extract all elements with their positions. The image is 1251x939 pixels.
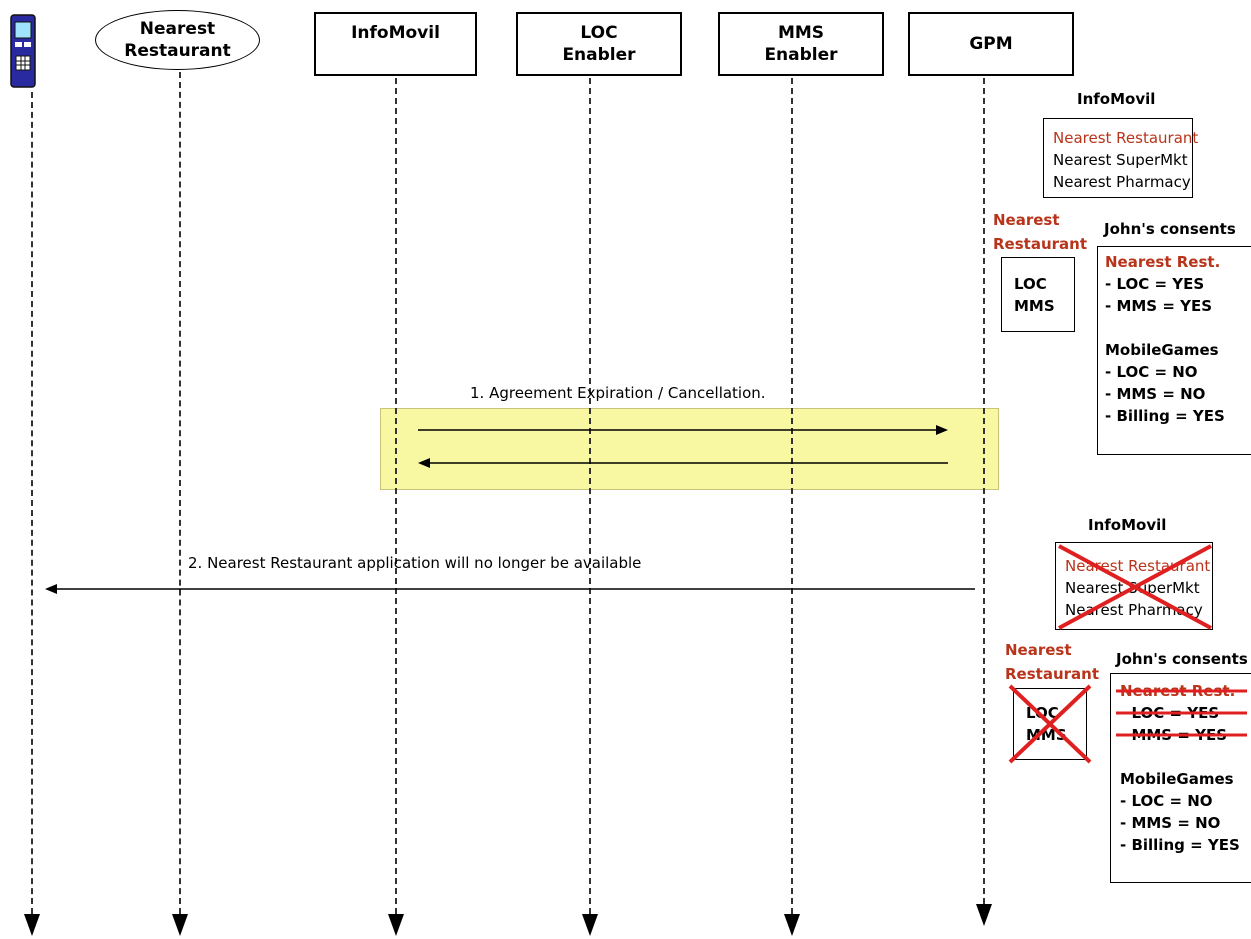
lane-mms-enabler: MMS Enabler: [718, 12, 884, 76]
service-item: Nearest Pharmacy: [1065, 601, 1203, 619]
consent-item: - LOC = YES: [1120, 704, 1220, 722]
service-item: Nearest SuperMkt: [1065, 579, 1200, 597]
infomovil-title-before: InfoMovil: [1077, 90, 1156, 108]
lifeline-nearest-restaurant: [179, 72, 181, 914]
lifeline-end-arrow: [388, 914, 404, 936]
lifeline-loc-enabler: [589, 78, 591, 914]
consent-item: - MMS = YES: [1120, 726, 1228, 744]
consent-item: - Billing = YES: [1120, 836, 1240, 854]
consents-box-before: Nearest Rest. - LOC = YES - MMS = YES Mo…: [1097, 246, 1251, 455]
consent-item: - LOC = NO: [1120, 792, 1213, 810]
consent-item: - MMS = YES: [1105, 297, 1213, 315]
lifeline-end-arrow: [582, 914, 598, 936]
consent-item: - Billing = YES: [1105, 407, 1225, 425]
consent-app-name: Nearest Rest.: [1105, 253, 1221, 271]
lane-gpm: GPM: [908, 12, 1074, 76]
message-1-highlight: [380, 408, 999, 490]
app-label-after: Nearest Restaurant: [1005, 641, 1099, 683]
consent-item: - MMS = NO: [1105, 385, 1206, 403]
consents-box-after: Nearest Rest. - LOC = YES - MMS = YES Mo…: [1110, 673, 1251, 883]
lane-infomovil: InfoMovil: [314, 12, 477, 76]
lifeline-phone: [31, 92, 33, 914]
message-2-label: 2. Nearest Restaurant application will n…: [188, 554, 642, 572]
mobile-phone-icon: [10, 14, 36, 88]
lane-nearest-restaurant: Nearest Restaurant: [95, 10, 260, 70]
consent-app-name: MobileGames: [1105, 341, 1219, 359]
infomovil-title-after: InfoMovil: [1088, 516, 1167, 534]
app-label-before: Nearest Restaurant: [993, 211, 1087, 253]
service-item: Nearest Pharmacy: [1053, 173, 1191, 191]
consent-item: - MMS = NO: [1120, 814, 1221, 832]
service-item: Nearest Restaurant: [1053, 129, 1199, 147]
consents-title-before: John's consents: [1104, 220, 1236, 238]
message-1-request-arrow: [418, 425, 948, 435]
lifeline-end-arrow: [24, 914, 40, 936]
message-1-response-arrow: [418, 458, 948, 468]
lifeline-end-arrow: [784, 914, 800, 936]
enablers-list: LOC MMS: [1026, 704, 1067, 744]
lifeline-infomovil: [395, 78, 397, 914]
lifeline-mms-enabler: [791, 78, 793, 914]
consent-item: - LOC = YES: [1105, 275, 1205, 293]
consent-item: - LOC = NO: [1105, 363, 1198, 381]
consent-app-name: Nearest Rest.: [1120, 682, 1236, 700]
message-2-arrow: [45, 584, 975, 594]
enablers-box-after: LOC MMS: [1013, 688, 1087, 760]
enablers-list: LOC MMS: [1014, 275, 1055, 315]
lifeline-end-arrow: [976, 904, 992, 926]
consents-title-after: John's consents: [1116, 650, 1248, 668]
lifeline-end-arrow: [172, 914, 188, 936]
message-1-label: 1. Agreement Expiration / Cancellation.: [470, 384, 766, 402]
service-item: Nearest Restaurant: [1065, 557, 1211, 575]
infomovil-services-after: Nearest Restaurant Nearest SuperMkt Near…: [1055, 542, 1213, 630]
service-item: Nearest SuperMkt: [1053, 151, 1188, 169]
lifeline-gpm: [983, 78, 985, 904]
lane-loc-enabler: LOC Enabler: [516, 12, 682, 76]
consent-app-name: MobileGames: [1120, 770, 1234, 788]
enablers-box-before: LOC MMS: [1001, 257, 1075, 332]
infomovil-services-before: Nearest Restaurant Nearest SuperMkt Near…: [1043, 118, 1198, 198]
